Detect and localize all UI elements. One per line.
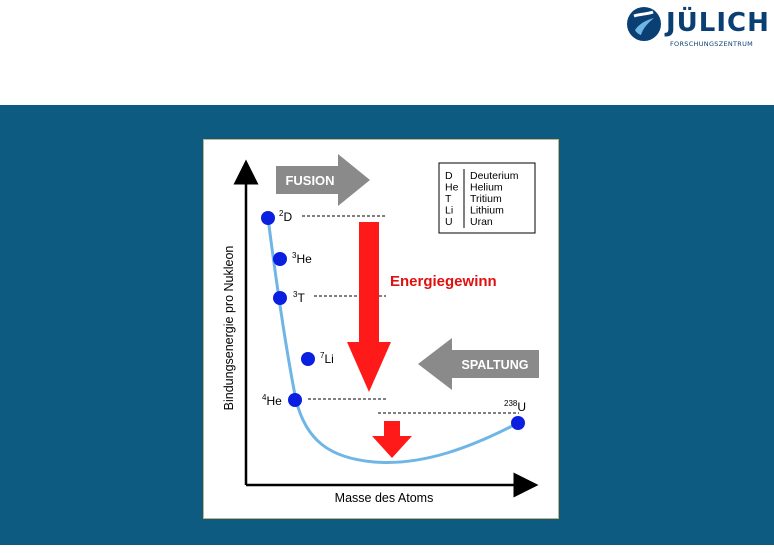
nuclide-label-d2: 2D <box>279 209 292 224</box>
legend-symbol: He <box>445 182 459 194</box>
legend-symbol: D <box>445 170 453 182</box>
legend-symbol: Li <box>445 205 453 217</box>
legend-name: Tritium <box>470 193 502 205</box>
legend-symbol: U <box>445 216 453 228</box>
y-axis-label: Bindungsenergie pro Nukleon <box>222 246 236 411</box>
energy-gain-label: Energiegewinn <box>390 273 497 290</box>
nuclide-point-he4 <box>288 393 302 407</box>
juelich-logo[interactable]: JÜLICH FORSCHUNGSZENTRUM <box>626 6 769 50</box>
fusion-arrow: FUSION <box>276 154 370 206</box>
nuclide-points: 2D 3He 3T 7Li 4He 238U <box>261 209 526 430</box>
juelich-logo-icon <box>627 7 661 41</box>
energy-gain-arrow-large <box>347 222 391 392</box>
nuclide-point-u238 <box>511 416 525 430</box>
nuclide-label-li7: 7Li <box>320 351 334 366</box>
legend-name: Lithium <box>470 205 504 217</box>
fusion-label: FUSION <box>285 173 334 188</box>
nuclide-label-u238: 238U <box>504 399 526 414</box>
energy-gain-arrow-small <box>372 421 412 458</box>
legend-symbol: T <box>445 193 452 205</box>
nuclide-point-he3 <box>273 252 287 266</box>
binding-energy-diagram: Bindungsenergie pro Nukleon Masse des At… <box>203 139 559 519</box>
legend-name: Helium <box>470 182 503 194</box>
nuclide-point-t3 <box>273 291 287 305</box>
logo-name: JÜLICH <box>666 8 770 38</box>
nuclide-label-he3: 3He <box>292 251 312 266</box>
legend-name: Uran <box>470 216 493 228</box>
nuclide-point-li7 <box>301 352 315 366</box>
nuclide-label-he4: 4He <box>262 393 282 408</box>
nuclide-label-t3: 3T <box>293 290 305 305</box>
spaltung-arrow: SPALTUNG <box>418 338 539 390</box>
x-axis-label: Masse des Atoms <box>335 491 434 505</box>
logo-subtitle: FORSCHUNGSZENTRUM <box>670 40 754 48</box>
diagram-canvas: Bindungsenergie pro Nukleon Masse des At… <box>222 154 539 505</box>
nuclide-point-d2 <box>261 211 275 225</box>
bottom-line <box>0 545 774 553</box>
spaltung-label: SPALTUNG <box>462 358 529 372</box>
legend-name: Deuterium <box>470 170 519 182</box>
header: JÜLICH FORSCHUNGSZENTRUM <box>0 0 774 104</box>
